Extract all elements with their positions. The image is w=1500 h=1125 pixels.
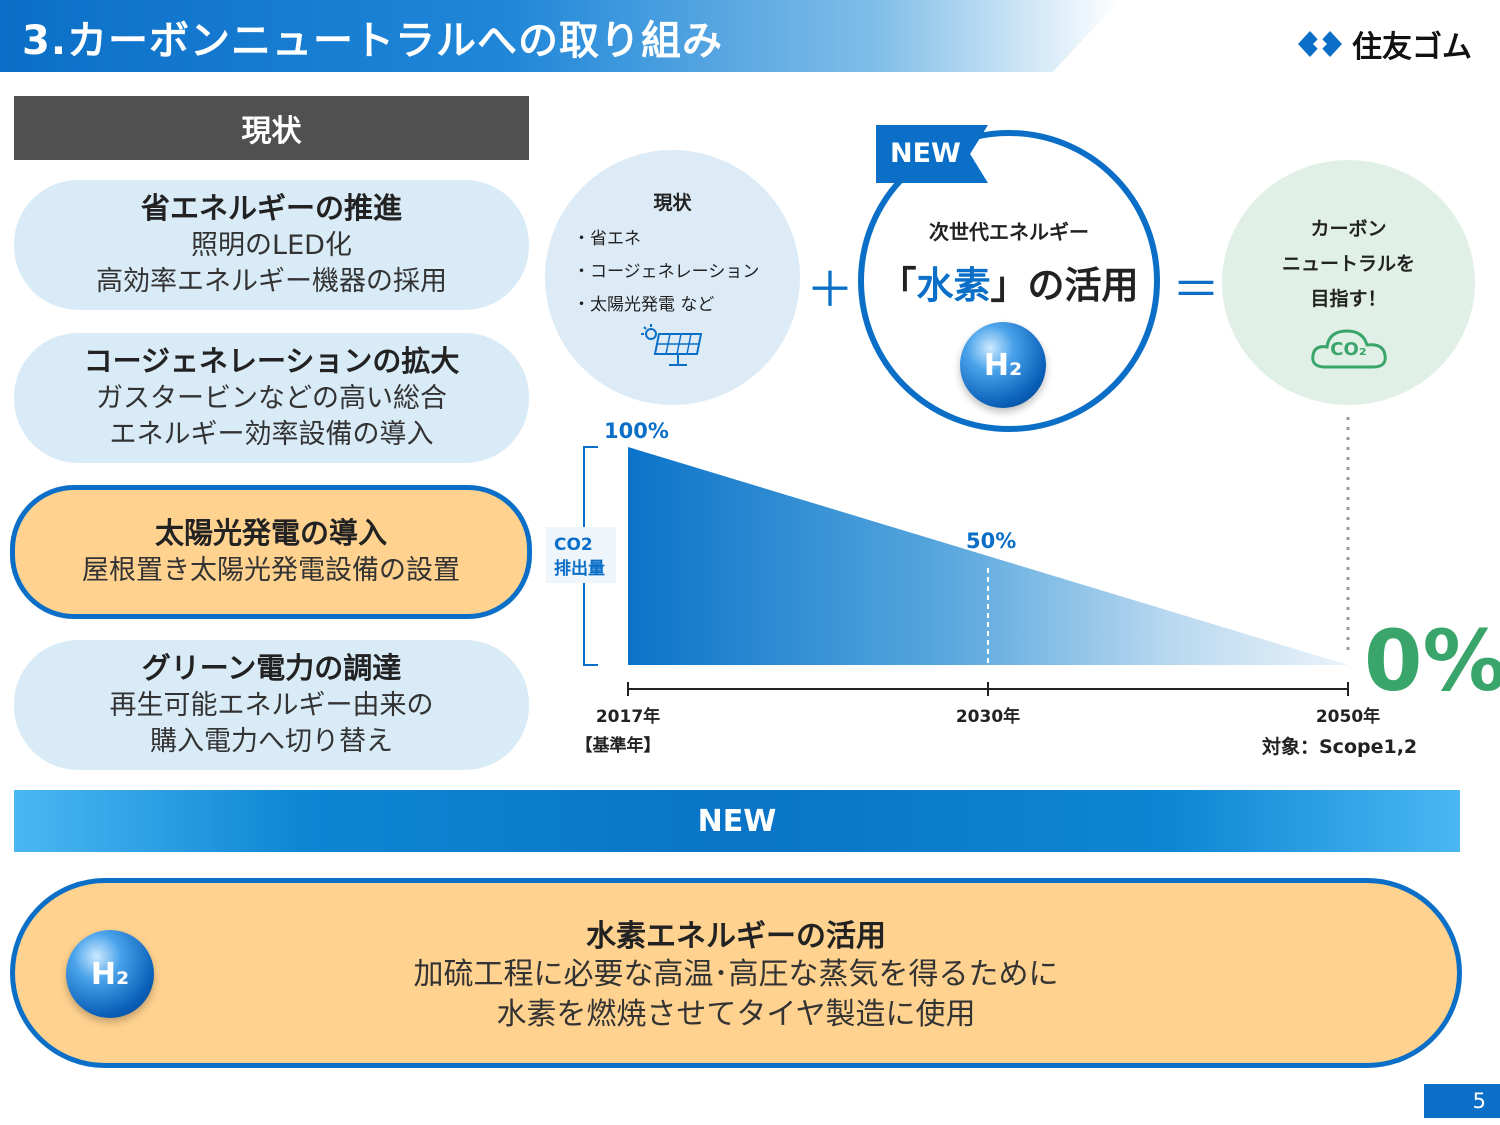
item-cogeneration: コージェネレーションの拡大 ガスタービンなどの高い総合 エネルギー効率設備の導入 <box>14 333 529 463</box>
goal-circle: カーボン ニュートラルを 目指す！ CO₂ <box>1222 160 1475 405</box>
x-tick-label: 2050年 <box>1316 706 1380 727</box>
bracket-close-text: 」の活用 <box>990 264 1139 307</box>
h2-sphere-icon-bottom: H₂ <box>66 930 154 1018</box>
item-line: ガスタービンなどの高い総合 <box>96 383 447 415</box>
new-tag: NEW <box>876 125 988 183</box>
hydrogen-box-title: 水素エネルギーの活用 <box>586 919 886 955</box>
scope-note: 対象：Scope1,2 <box>1262 736 1418 758</box>
status-circle-title: 現状 <box>653 192 692 214</box>
status-circle: 現状 ・省エネ ・コージェネレーション ・太陽光発電 など <box>545 150 800 405</box>
goal-line: 目指す！ <box>1310 288 1387 310</box>
logo-diamond-icon <box>1298 31 1342 57</box>
item-line: 購入電力へ切り替え <box>150 726 393 758</box>
ylabel-box <box>546 527 616 583</box>
value-label-100: 100% <box>604 419 669 443</box>
ylabel-text: CO2 <box>554 535 593 555</box>
item-solar: 太陽光発電の導入 屋根置き太陽光発電設備の設置 <box>10 485 532 619</box>
solar-panel-icon <box>640 324 702 366</box>
bracket-open: 「 <box>879 264 917 307</box>
hydrogen-box-line: 加硫工程に必要な高温･高圧な蒸気を得るために <box>413 957 1059 993</box>
equals-operator: ＝ <box>1172 262 1221 318</box>
x-tick-label: 2017年 <box>596 706 660 727</box>
item-line: 照明のLED化 <box>191 230 352 262</box>
hydrogen-energy-box: 水素エネルギーの活用 加硫工程に必要な高温･高圧な蒸気を得るために 水素を燃焼さ… <box>10 878 1462 1068</box>
hydrogen-main-text: 「水素」の活用 <box>880 255 1139 309</box>
item-title: 太陽光発電の導入 <box>154 516 387 551</box>
co2-cloud-icon: CO₂ <box>1307 323 1391 371</box>
item-title: 省エネルギーの推進 <box>140 191 402 226</box>
status-circle-item: ・太陽光発電 など <box>573 295 715 315</box>
value-label-50: 50% <box>966 529 1016 553</box>
logo-text: 住友ゴム <box>1352 30 1472 65</box>
h2-sphere-icon: H₂ <box>960 322 1046 408</box>
item-title: グリーン電力の調達 <box>141 651 402 686</box>
x-sublabel: 【基準年】 <box>576 735 661 756</box>
goal-line: ニュートラルを <box>1281 253 1415 275</box>
item-line: 屋根置き太陽光発電設備の設置 <box>82 555 460 587</box>
hydrogen-box-line: 水素を燃焼させてタイヤ製造に使用 <box>496 997 976 1032</box>
status-circle-item: ・省エネ <box>573 229 641 249</box>
goal-line: カーボン <box>1310 218 1387 240</box>
item-line: エネルギー効率設備の導入 <box>109 419 434 451</box>
page-title: 3.カーボンニュートラルへの取り組み <box>22 18 724 64</box>
item-green-power: グリーン電力の調達 再生可能エネルギー由来の 購入電力へ切り替え <box>14 640 529 770</box>
emission-area <box>628 447 1348 665</box>
item-energy-saving: 省エネルギーの推進 照明のLED化 高効率エネルギー機器の採用 <box>14 180 529 310</box>
x-tick-label: 2030年 <box>956 706 1020 727</box>
status-circle-item: ・コージェネレーション <box>573 262 760 282</box>
status-header: 現状 <box>14 96 529 160</box>
plus-operator: ＋ <box>806 262 855 318</box>
value-label-0: 0% <box>1364 612 1500 710</box>
item-line: 高効率エネルギー機器の採用 <box>96 266 447 298</box>
hydrogen-subtitle: 次世代エネルギー <box>929 220 1089 244</box>
item-line: 再生可能エネルギー由来の <box>109 690 434 722</box>
page-number: 5 <box>1424 1084 1500 1118</box>
ylabel-text: 排出量 <box>554 558 605 579</box>
hydrogen-accent: 水素 <box>916 264 991 307</box>
new-banner: NEW <box>14 790 1460 852</box>
co2-emission-chart: CO2 排出量 2017年 2030年 2050年【基準年】 100% 50% 0% <box>546 412 1500 756</box>
company-logo: 住友ゴム <box>1296 22 1472 66</box>
title-bar <box>0 0 1120 72</box>
co2-text: CO₂ <box>1330 339 1367 360</box>
item-title: コージェネレーションの拡大 <box>83 344 460 379</box>
